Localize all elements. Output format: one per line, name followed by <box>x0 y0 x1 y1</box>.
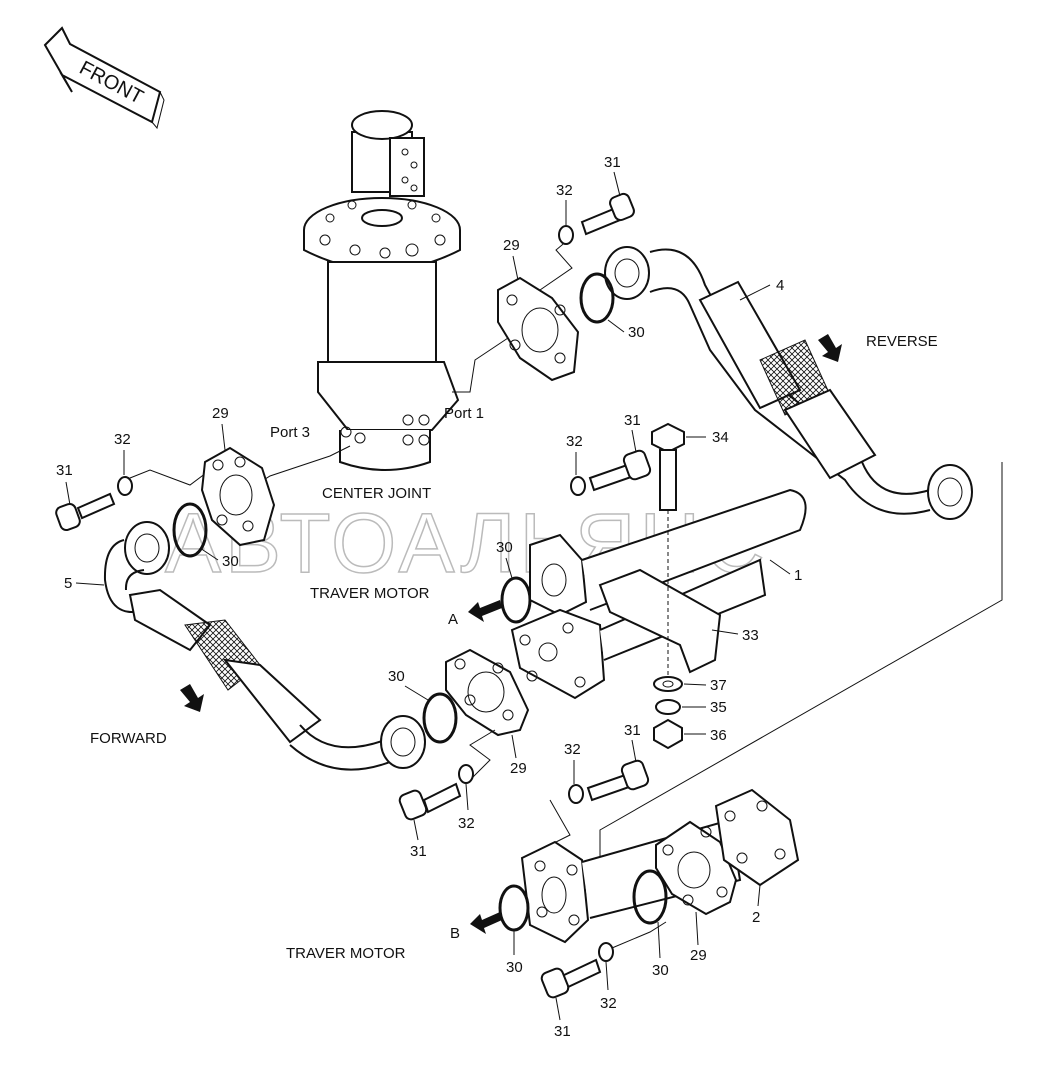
bolt-31-lower-upper <box>586 759 650 802</box>
lock-washer-35 <box>655 699 681 715</box>
washer-32-lower-upper <box>568 784 584 804</box>
callout-31-mid: 31 <box>410 843 427 860</box>
arrow-a-icon <box>468 600 502 622</box>
callout-32-lower: 32 <box>600 995 617 1012</box>
washer-32-left <box>117 476 133 496</box>
o-ring-30-lower-mid <box>632 869 668 925</box>
washer-32-mid <box>458 764 474 784</box>
callout-30-b: 30 <box>506 959 523 976</box>
callout-30-left: 30 <box>222 553 239 570</box>
reverse-hose <box>604 246 973 520</box>
callout-37: 37 <box>710 677 727 694</box>
arrow-b-icon <box>470 912 502 934</box>
nut-36 <box>653 718 683 750</box>
washer-32-motor <box>570 476 586 496</box>
bolt-31-mid <box>398 782 462 821</box>
forward-hose <box>103 521 426 771</box>
callout-1: 1 <box>794 567 802 584</box>
traver-motor-top-label: TRAVER MOTOR <box>310 585 430 602</box>
port1-label: Port 1 <box>444 405 484 422</box>
center-joint <box>303 110 461 471</box>
center-joint-label: CENTER JOINT <box>322 485 431 502</box>
bolt-31-motor <box>588 449 652 492</box>
split-flange-29-mid <box>445 648 530 737</box>
bolt-31-left <box>55 492 116 532</box>
callout-30-top: 30 <box>628 324 645 341</box>
bolt-34 <box>651 422 685 511</box>
callout-32-left: 32 <box>114 431 131 448</box>
bolt-31-lower <box>540 958 602 999</box>
washer-32-top <box>558 225 574 245</box>
callout-35: 35 <box>710 699 727 716</box>
callout-31-lower: 31 <box>554 1023 571 1040</box>
callout-36: 36 <box>710 727 727 744</box>
callout-31-lower-upper: 31 <box>624 722 641 739</box>
callout-29-top: 29 <box>503 237 520 254</box>
callout-34: 34 <box>712 429 729 446</box>
o-ring-30-mid <box>422 692 458 744</box>
callout-29-mid: 29 <box>510 760 527 777</box>
split-flange-29-left <box>200 446 276 547</box>
o-ring-30-left <box>172 502 208 558</box>
callout-31-top: 31 <box>604 154 621 171</box>
reverse-label: REVERSE <box>866 333 938 350</box>
traver-motor-bottom-label: TRAVER MOTOR <box>286 945 406 962</box>
callout-31-motor: 31 <box>624 412 641 429</box>
reverse-arrow-icon <box>818 334 842 362</box>
bolt-31-top <box>580 192 635 236</box>
callout-4: 4 <box>776 277 784 294</box>
split-flange-29-top <box>497 276 580 382</box>
callout-29-left: 29 <box>212 405 229 422</box>
port3-label: Port 3 <box>270 424 310 441</box>
callout-30-a: 30 <box>496 539 513 556</box>
callout-5: 5 <box>64 575 72 592</box>
washer-32-lower <box>598 942 614 962</box>
callout-32-lower-upper: 32 <box>564 741 581 758</box>
callout-32-top: 32 <box>556 182 573 199</box>
o-ring-30-top <box>579 272 615 324</box>
forward-label: FORWARD <box>90 730 167 747</box>
label-b: B <box>450 925 460 942</box>
callout-29-lower: 29 <box>690 947 707 964</box>
callout-30-mid: 30 <box>388 668 405 685</box>
callout-30-lower-mid: 30 <box>652 962 669 979</box>
front-arrow-icon: FRONT <box>43 26 165 130</box>
callout-31-left: 31 <box>56 462 73 479</box>
callout-33: 33 <box>742 627 759 644</box>
callout-2: 2 <box>752 909 760 926</box>
motor-flange-block <box>510 488 807 700</box>
washer-37 <box>653 676 683 692</box>
label-a: A <box>448 611 458 628</box>
callout-32-motor: 32 <box>566 433 583 450</box>
callout-32-mid: 32 <box>458 815 475 832</box>
forward-arrow-icon <box>180 684 204 712</box>
plate-2 <box>714 788 800 887</box>
o-ring-30-b <box>498 884 530 932</box>
